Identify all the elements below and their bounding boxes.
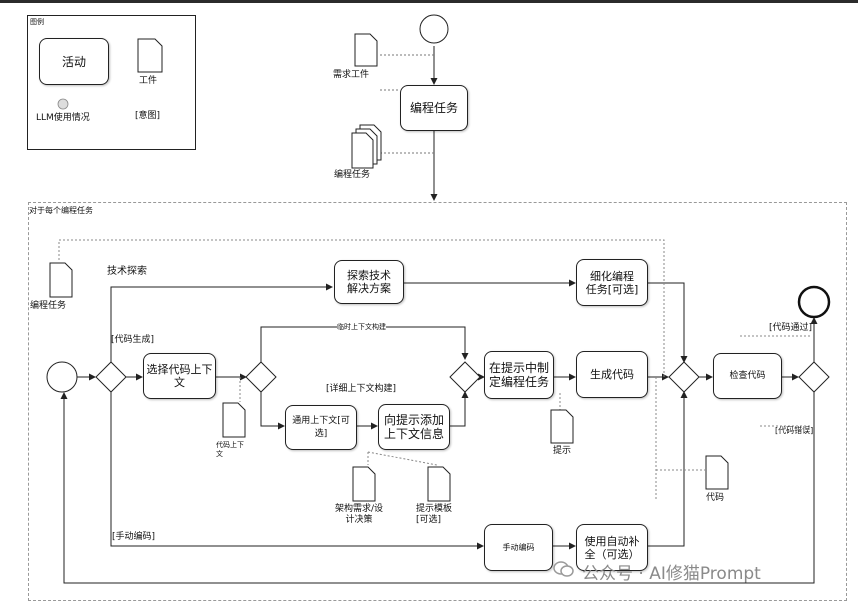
legend-activity: 活动 bbox=[39, 38, 109, 85]
requirement-artifact-icon bbox=[354, 33, 378, 67]
manual-coding-activity: 手动编码 bbox=[484, 524, 553, 571]
manual-coding-label: [手动编码] bbox=[112, 532, 156, 542]
wechat-icon bbox=[553, 561, 574, 577]
loop-start-node bbox=[46, 361, 78, 393]
gateway-merge-context bbox=[449, 361, 481, 393]
ad-hoc-context-label: 临时上下文构建 bbox=[337, 322, 386, 333]
legend-llm-usage-label: LLM使用情况 bbox=[36, 113, 90, 123]
coding-task-artifact-label: 编程任务 bbox=[334, 170, 371, 180]
refine-task-activity: 细化编程 任务[可选] bbox=[576, 259, 648, 306]
foreach-region: 对于每个编程任务 bbox=[28, 202, 847, 601]
watermark-text: 公众号 · AI修猫Prompt bbox=[582, 564, 761, 584]
gateway-context bbox=[245, 361, 277, 393]
prompt-artifact-label: 提示 bbox=[553, 446, 572, 456]
coding-task-artifact-icon bbox=[351, 132, 374, 169]
detailed-context-label: [详细上下文构建] bbox=[326, 384, 397, 394]
legend-artifact-icon bbox=[137, 38, 163, 73]
foreach-title: 对于每个编程任务 bbox=[29, 206, 93, 215]
legend-panel: 图例 bbox=[27, 15, 196, 150]
generate-code-activity: 生成代码 bbox=[576, 351, 648, 398]
legend-artifact-label: 工件 bbox=[139, 76, 158, 86]
code-artifact-label: 代码 bbox=[706, 493, 725, 503]
prompt-template-artifact-label: 提示模板 [可选] bbox=[416, 504, 453, 525]
tech-explore-label: 技术探索 bbox=[107, 266, 147, 277]
make-task-in-prompt-activity: 在提示中制 定编程任务 bbox=[484, 351, 554, 399]
gateway-merge-code bbox=[668, 361, 700, 393]
legend-title: 图例 bbox=[30, 18, 44, 26]
code-artifact-icon bbox=[705, 455, 729, 490]
gateway-branch-1 bbox=[95, 361, 127, 393]
autocomplete-activity: 使用自动补 全（可选） bbox=[576, 524, 648, 571]
general-context-activity: 通用上下文[可选] bbox=[285, 405, 357, 450]
add-context-activity: 向提示添加 上下文信息 bbox=[378, 404, 450, 450]
requirement-artifact-label: 需求工件 bbox=[333, 70, 370, 80]
arch-req-artifact-label: 架构需求/设 计决策 bbox=[335, 504, 384, 525]
loop-coding-task-label: 编程任务 bbox=[30, 301, 67, 311]
loop-coding-task-artifact-icon bbox=[49, 262, 73, 298]
prompt-template-artifact-icon bbox=[427, 466, 451, 502]
coding-task-activity: 编程任务 bbox=[400, 85, 468, 131]
prompt-artifact-icon bbox=[550, 409, 574, 444]
code-passed-label: [代码通过] bbox=[769, 323, 813, 333]
gateway-check bbox=[798, 361, 830, 393]
legend-intent-label: [意图] bbox=[135, 111, 161, 121]
check-code-activity: 检查代码 bbox=[713, 353, 782, 399]
explore-solution-activity: 探索技术 解决方案 bbox=[334, 260, 404, 304]
select-context-activity: 选择代码上下 文 bbox=[143, 353, 216, 399]
code-context-artifact-label: 代码上下 文 bbox=[216, 441, 244, 458]
start-node bbox=[419, 14, 449, 44]
code-context-artifact-icon bbox=[222, 402, 246, 438]
llm-usage-icon bbox=[57, 98, 69, 110]
arch-req-artifact-icon bbox=[352, 466, 376, 502]
code-gen-label: [代码生成] bbox=[111, 335, 155, 345]
window-top-bar bbox=[0, 0, 858, 3]
code-failed-label: [代码错误] bbox=[775, 426, 814, 435]
end-node bbox=[797, 285, 831, 319]
